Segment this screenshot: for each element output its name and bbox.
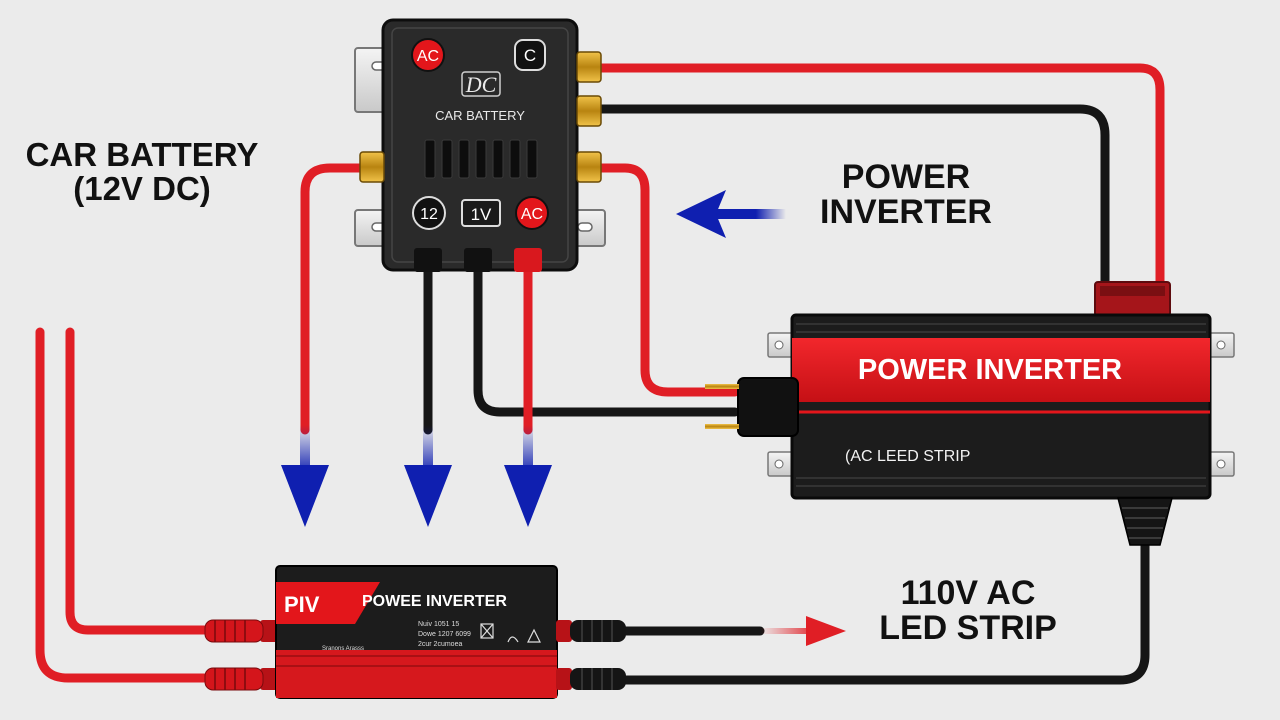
battery-badge-ac-bottom: [515, 196, 549, 230]
big-inverter-output-boot: [1117, 497, 1173, 546]
battery-terminals: [359, 51, 602, 183]
wire-black-out-2: [595, 540, 1150, 685]
big-inverter-side-plug: [737, 377, 799, 437]
small-power-inverter: PIV POWEE INVERTER Nuiv 1051 15 Dowe 120…: [204, 565, 626, 699]
battery-badge-12: [412, 196, 446, 230]
output-label-line1: 110V AC: [900, 574, 1036, 612]
small-inverter-left-boots: [204, 619, 264, 691]
arrow-down-2-head: [404, 465, 452, 527]
big-inverter-red-stripe: [792, 338, 1210, 402]
arrow-left-shaft: [700, 209, 786, 219]
small-inverter-spec-3: 2cur 2cumoea: [418, 641, 462, 648]
wires: [35, 63, 1165, 685]
arrow-right-shaft: [760, 628, 820, 634]
output-label: 110V AC LED STRIP: [868, 576, 1068, 645]
small-inverter-symbols: [480, 623, 541, 643]
wire-red-side: [595, 163, 740, 397]
battery-badge-ac-top: [411, 38, 445, 72]
big-inverter-subtitle: (AC LEED STRIP: [845, 448, 970, 465]
big-inverter-title: POWER INVERTER: [858, 354, 1122, 386]
small-inverter-title: POWEE INVERTER: [362, 593, 507, 610]
battery-vents: [424, 139, 538, 179]
battery-badge-1v-label: 1V: [471, 205, 492, 224]
small-inverter-brand: PIV: [284, 592, 320, 617]
battery-badge-ac-bottom-label: AC: [521, 206, 543, 223]
car-battery-label: CAR BATTERY (12V DC): [14, 138, 270, 205]
car-battery-label-line1: CAR BATTERY: [25, 136, 259, 173]
battery-badge-c: [514, 39, 546, 71]
car-battery: AC C DC CAR BATTERY 12 1V AC: [354, 18, 606, 272]
wire-black-down-2: [473, 260, 740, 417]
arrow-left-head: [676, 190, 726, 238]
battery-title: CAR BATTERY: [435, 108, 525, 123]
wire-red-left-long-2: [65, 327, 275, 635]
flow-arrows: [281, 190, 846, 646]
arrow-down-1-head: [281, 465, 329, 527]
wire-red-left-long-1: [35, 327, 275, 683]
car-battery-label-line2: (12V DC): [73, 169, 211, 207]
power-inverter-label-line1: POWER: [841, 158, 971, 196]
wire-red-top: [595, 63, 1165, 290]
battery-bottom-connectors: [414, 248, 542, 272]
wire-black-top: [595, 104, 1110, 290]
battery-badge-1v: [461, 199, 501, 227]
big-power-inverter: POWER INVERTER (AC LEED STRIP: [705, 281, 1235, 546]
small-inverter-footer: Sranons Arasss: [322, 646, 364, 652]
small-inverter-red-wedge: [276, 582, 380, 624]
battery-badge-12-label: 12: [420, 206, 438, 223]
power-inverter-label-line2: INVERTER: [820, 192, 992, 231]
wire-red-left: [300, 163, 368, 435]
battery-badge-c-label: C: [524, 46, 536, 65]
battery-badge-ac-top-label: AC: [417, 48, 439, 65]
arrow-down-3-head: [504, 465, 552, 527]
battery-logo: DC: [465, 72, 497, 97]
power-inverter-label: POWER INVERTER: [808, 160, 1004, 229]
small-inverter-spec-2: Dowe 1207 6099: [418, 631, 471, 638]
small-inverter-right-boots: [570, 620, 626, 690]
small-inverter-spec-1: Nuiv 1051 15: [418, 621, 459, 628]
output-label-line2: LED STRIP: [879, 608, 1057, 647]
arrow-right-head: [806, 616, 846, 646]
